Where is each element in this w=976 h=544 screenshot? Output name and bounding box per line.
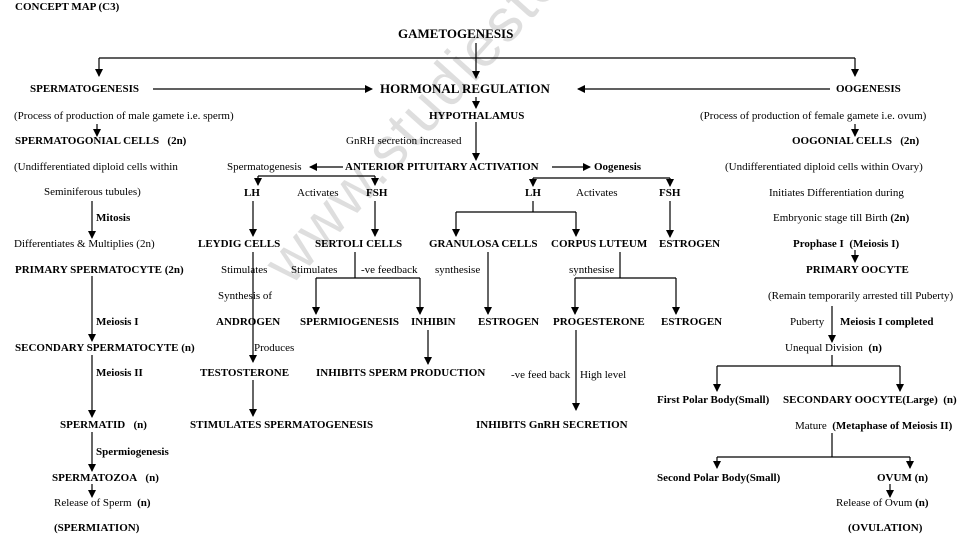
secondary-spermatocyte: SECONDARY SPERMATOCYTE (n) xyxy=(15,342,195,354)
ovum: OVUM (n) xyxy=(877,472,929,484)
synthesis-of: Synthesis of xyxy=(218,290,273,302)
spermatogenesis-desc: (Process of production of male gamete i.… xyxy=(14,110,234,122)
release-of-ovum: Release of Ovum (n) xyxy=(836,497,929,509)
oogenesis-desc: (Process of production of female gamete … xyxy=(700,110,927,122)
stimulates-leydig: Stimulates xyxy=(221,264,268,276)
embryonic-stage: Embryonic stage till Birth (2n) xyxy=(773,212,910,224)
granulosa-cells: GRANULOSA CELLS xyxy=(429,238,538,250)
corpus-luteum: CORPUS LUTEUM xyxy=(551,238,648,250)
activates-female: Activates xyxy=(576,187,618,199)
synthesise-granulosa: synthesise xyxy=(435,264,481,276)
anterior-pituitary: ANTERIOR PITUITARY ACTIVATION xyxy=(345,161,539,173)
high-level: High level xyxy=(580,369,627,381)
meiosis-i-completed: Meiosis I completed xyxy=(840,316,934,328)
oogenesis-title: OOGENESIS xyxy=(836,83,901,95)
first-polar-body: First Polar Body(Small) xyxy=(657,394,770,406)
spermiogenesis-step: Spermiogenesis xyxy=(96,446,169,458)
spermiogenesis-hormone: SPERMIOGENESIS xyxy=(300,316,400,328)
inhibits-gnrh: INHIBITS GnRH SECRETION xyxy=(476,419,628,431)
inhibin: INHIBIN xyxy=(411,316,456,328)
estrogen-top: ESTROGEN xyxy=(659,238,721,250)
mitosis-label: Mitosis xyxy=(96,212,131,224)
inhibits-sperm-production: INHIBITS SPERM PRODUCTION xyxy=(316,367,486,379)
stimulates-sertoli: Stimulates xyxy=(291,264,338,276)
diagram-title: GAMETOGENESIS xyxy=(398,26,514,41)
fsh-male: FSH xyxy=(366,187,388,199)
progesterone: PROGESTERONE xyxy=(553,316,645,328)
oogenesis-undiff: (Undifferentiated diploid cells within O… xyxy=(725,161,923,173)
meiosis1-label: Meiosis I xyxy=(96,316,139,328)
secondary-oocyte: SECONDARY OOCYTE(Large) (n) xyxy=(783,394,957,406)
hypothalamus: HYPOTHALAMUS xyxy=(429,110,525,122)
lh-male: LH xyxy=(244,187,260,199)
spermatogenesis-title: SPERMATOGENESIS xyxy=(30,83,140,95)
undiff-line1: (Undifferentiated diploid cells within xyxy=(14,161,178,173)
meiosis2-label: Meiosis II xyxy=(96,367,143,379)
prophase-i: Prophase I (Meiosis I) xyxy=(793,238,900,250)
hormonal-regulation-title: HORMONAL REGULATION xyxy=(380,81,550,96)
synthesise-corpus: synthesise xyxy=(569,264,615,276)
ovulation: (OVULATION) xyxy=(848,522,923,534)
header-label: CONCEPT MAP (C3) xyxy=(15,1,120,13)
remain-arrested: (Remain temporarily arrested till Pubert… xyxy=(768,290,954,302)
lh-female: LH xyxy=(525,187,541,199)
unequal-division: Unequal Division (n) xyxy=(785,342,882,354)
stimulates-spermatogenesis: STIMULATES SPERMATOGENESIS xyxy=(190,419,374,431)
produces-label: Produces xyxy=(254,342,295,354)
spermiation: (SPERMIATION) xyxy=(54,522,140,534)
activates-male: Activates xyxy=(297,187,339,199)
fsh-female: FSH xyxy=(659,187,681,199)
androgen: ANDROGEN xyxy=(216,316,281,328)
primary-spermatocyte: PRIMARY SPERMATOCYTE (2n) xyxy=(15,264,184,276)
neg-feedback-male: -ve feedback xyxy=(361,264,418,276)
initiates-differentiation: Initiates Differentiation during xyxy=(769,187,904,199)
release-of-sperm: Release of Sperm (n) xyxy=(54,497,151,509)
puberty-label: Puberty xyxy=(790,316,825,328)
estrogen-granulosa: ESTROGEN xyxy=(478,316,540,328)
testosterone: TESTOSTERONE xyxy=(200,367,290,379)
spermatogenesis-hormone-label: Spermatogenesis xyxy=(227,161,302,173)
neg-feed-back-female: -ve feed back xyxy=(511,369,571,381)
spermatogonial-cells: SPERMATOGONIAL CELLS (2n) xyxy=(15,135,187,147)
second-polar-body: Second Polar Body(Small) xyxy=(657,472,781,484)
spermatozoa: SPERMATOZOA (n) xyxy=(52,472,159,484)
leydig-cells: LEYDIG CELLS xyxy=(198,238,281,250)
gnrh-secretion: GnRH secretion increased xyxy=(346,135,462,147)
differentiates-label: Differentiates & Multiplies (2n) xyxy=(14,238,155,250)
oogonial-cells: OOGONIAL CELLS (2n) xyxy=(792,135,920,147)
primary-oocyte: PRIMARY OOCYTE xyxy=(806,264,909,276)
sertoli-cells: SERTOLI CELLS xyxy=(315,238,403,250)
estrogen-corpus: ESTROGEN xyxy=(661,316,723,328)
spermatid: SPERMATID (n) xyxy=(60,419,147,431)
undiff-line2: Seminiferous tubules) xyxy=(44,186,141,198)
mature-label: Mature (Metaphase of Meiosis II) xyxy=(795,420,953,432)
oogenesis-hormone-label: Oogenesis xyxy=(594,161,642,173)
